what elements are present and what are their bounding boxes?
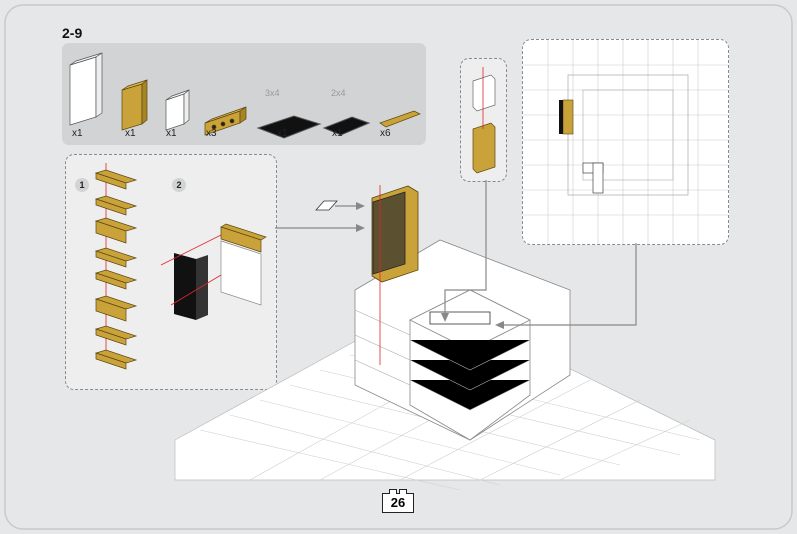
top-view-illustration: [523, 40, 728, 244]
gold-plate: [379, 110, 421, 128]
substep-illustration: [94, 163, 267, 370]
part-size: 3x4: [265, 88, 280, 98]
white-brick-small: [165, 89, 190, 131]
sub-assembly-callout: [460, 58, 507, 182]
substep-2-badge: 2: [172, 178, 186, 192]
substep-callout: 1 2: [65, 154, 277, 390]
step-number: 2-9: [62, 25, 83, 41]
part-qty: x1: [332, 128, 343, 139]
top-view-callout: [522, 39, 729, 245]
gold-technic-brick: [204, 106, 247, 136]
black-tile-3x4: [256, 115, 322, 139]
black-tile-2x4: [322, 116, 371, 136]
part-qty: x1: [125, 128, 136, 139]
white-brick-tall: [69, 52, 103, 126]
parts-illustrations: [69, 52, 421, 139]
gold-wall-panel: [371, 185, 419, 283]
part-qty: x1: [72, 128, 83, 139]
rotate-icon: [315, 200, 338, 211]
part-qty: x1: [277, 128, 288, 139]
part-qty: x6: [380, 128, 391, 139]
gold-brick: [121, 79, 148, 131]
parts-list: x1 x1 x1 x3 3x4 x1 2x4 x1 x6: [62, 43, 426, 145]
part-size: 2x4: [331, 88, 346, 98]
page-number: 26: [382, 489, 414, 513]
substep-1-badge: 1: [75, 178, 89, 192]
sub-assembly-illustration: [472, 67, 496, 174]
part-qty: x1: [166, 128, 177, 139]
part-qty: x3: [206, 128, 217, 139]
